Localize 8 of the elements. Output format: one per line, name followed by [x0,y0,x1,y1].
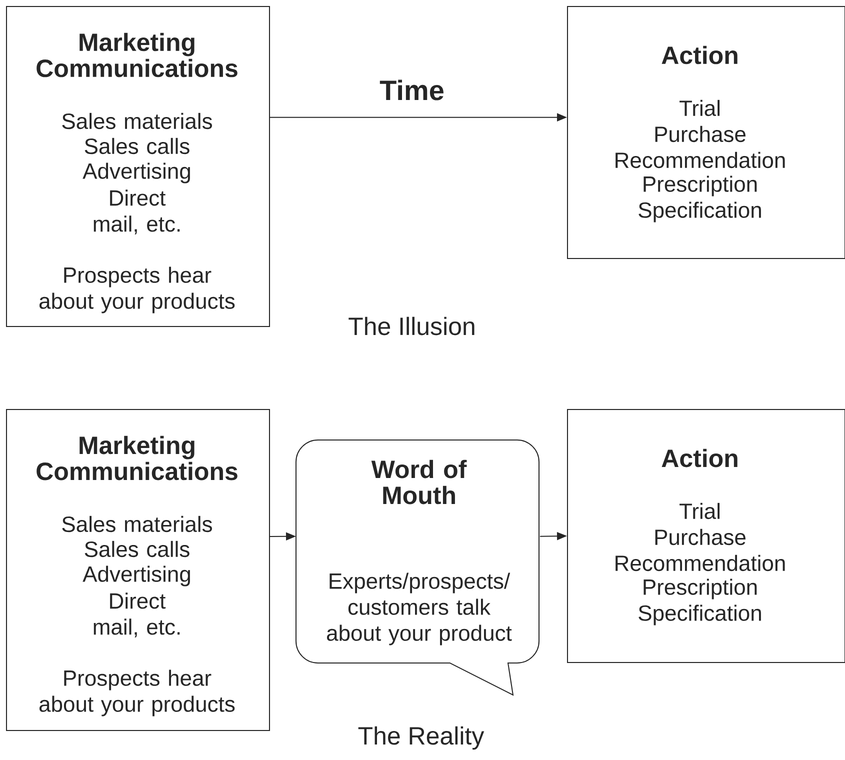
process-box: Action Trial Purchase Recommendation Prescription Specification [567,409,845,663]
speech-bubble: Word of Mouth Experts/prospects/ customers talk about your product [296,440,540,696]
caption-text: The Illusion [348,316,474,336]
process-box: Marketing Communications Sales materials Sales calls Advertising Direct mail, etc. Prospects hear about your products [6,409,270,731]
process-box: Marketing Communications Sales materials Sales calls Advertising Direct mail, etc. Prospects hear about your products [6,6,270,327]
edge-label: Time [378,78,446,102]
process-box: Action Trial Purchase Recommendation Prescription Specification [567,6,845,259]
caption-text: The Reality [358,726,484,750]
